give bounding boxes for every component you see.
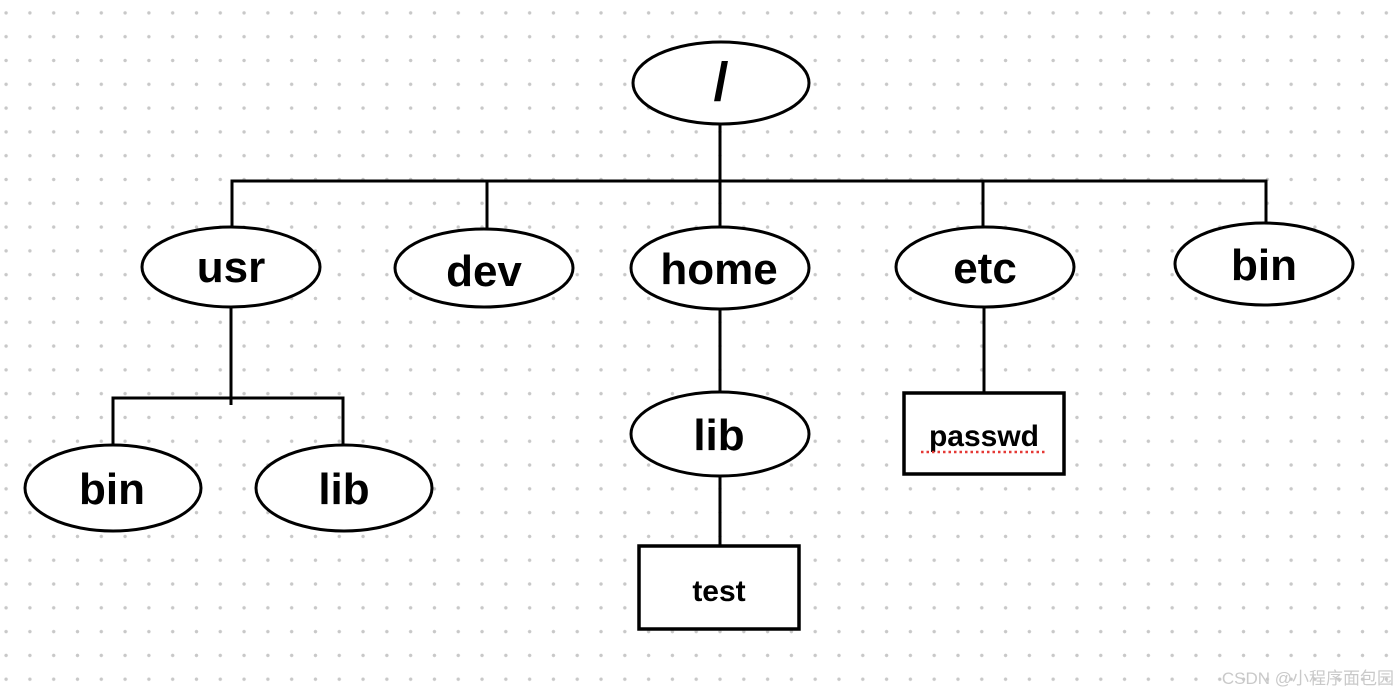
node-dev-shape	[393, 227, 575, 309]
node-bin: bin	[1173, 221, 1355, 307]
node-usr-lib-label: lib	[318, 465, 369, 514]
node-passwd-shape	[902, 391, 1066, 476]
node-test-shape	[637, 544, 801, 631]
edge-top-bracket	[230, 179, 1268, 228]
node-home-label: home	[660, 245, 777, 294]
node-etc: etc	[894, 225, 1076, 309]
watermark-text: CSDN @小程序面包园	[1222, 669, 1394, 688]
node-usr-bin: bin	[23, 443, 203, 533]
node-home: home	[629, 225, 811, 311]
node-home-lib: lib	[629, 390, 811, 478]
node-usr: usr	[140, 225, 322, 309]
node-bin-shape	[1173, 221, 1355, 307]
node-dev: dev	[393, 227, 575, 309]
node-usr-label: usr	[197, 243, 265, 292]
node-usr-bin-shape	[23, 443, 203, 533]
node-test: test	[637, 544, 801, 631]
node-usr-bin-label: bin	[79, 465, 145, 514]
node-usr-lib-shape	[254, 443, 434, 533]
node-usr-shape	[140, 225, 322, 309]
node-dev-label: dev	[446, 247, 522, 296]
node-home-lib-label: lib	[693, 411, 744, 460]
node-etc-shape	[894, 225, 1076, 309]
edge-usr-bracket	[111, 396, 345, 446]
node-etc-label: etc	[953, 244, 1017, 293]
node-home-lib-shape	[629, 390, 811, 478]
node-usr-lib: lib	[254, 443, 434, 533]
node-test-label: test	[692, 575, 745, 608]
node-passwd: passwd	[902, 391, 1066, 476]
node-bin-label: bin	[1231, 241, 1297, 290]
node-root-label: /	[713, 52, 728, 112]
node-root: /	[631, 40, 811, 126]
node-home-shape	[629, 225, 811, 311]
edges	[111, 124, 1268, 547]
node-root-shape	[631, 40, 811, 126]
node-passwd-label: passwd	[929, 420, 1039, 453]
